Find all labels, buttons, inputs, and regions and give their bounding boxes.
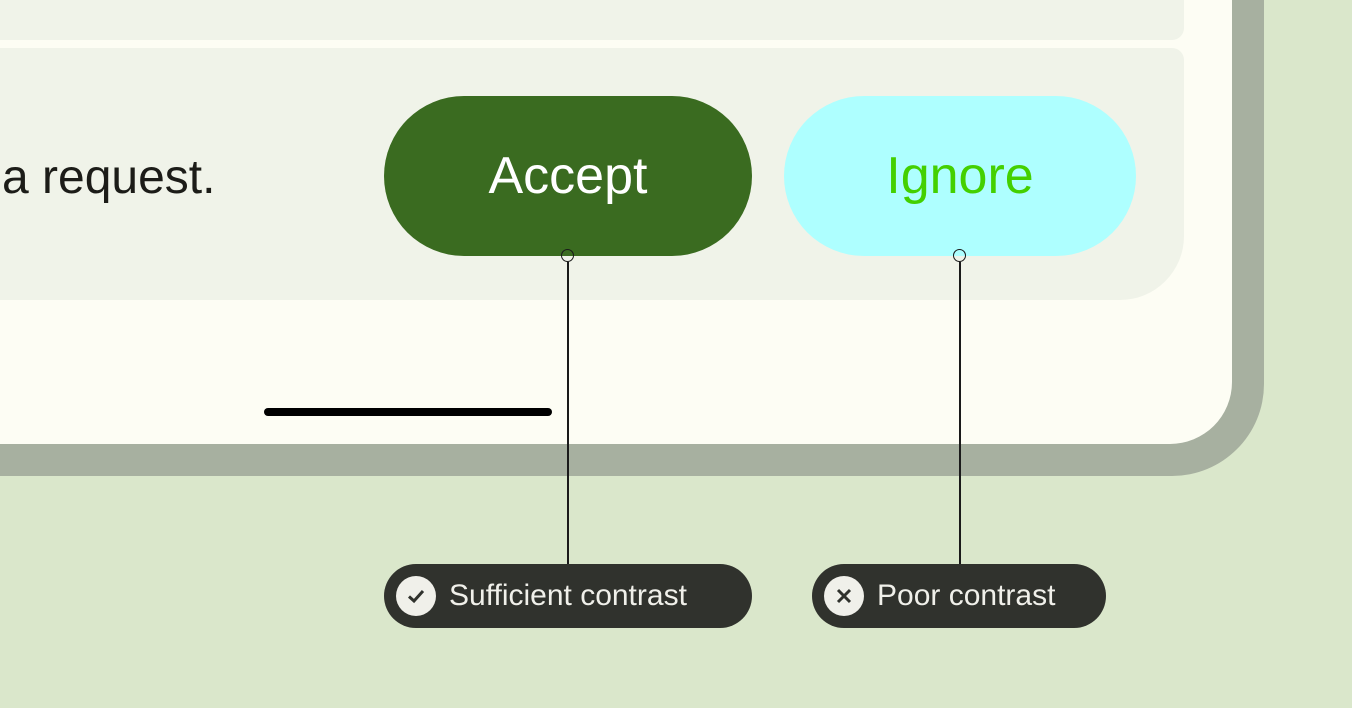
notification-message: a request. bbox=[2, 151, 216, 204]
sufficient-contrast-label: Sufficient contrast bbox=[384, 564, 752, 628]
callout-line bbox=[959, 262, 961, 564]
annotation-label: Poor contrast bbox=[877, 579, 1056, 612]
ignore-button[interactable]: Ignore bbox=[784, 96, 1136, 256]
callout-dot bbox=[953, 249, 966, 262]
callout-line bbox=[567, 262, 569, 564]
home-indicator[interactable] bbox=[264, 408, 552, 416]
check-circle-icon bbox=[396, 576, 436, 616]
accept-button[interactable]: Accept bbox=[384, 96, 752, 256]
card-previous bbox=[0, 0, 1184, 40]
poor-contrast-label: Poor contrast bbox=[812, 564, 1106, 628]
x-circle-icon bbox=[824, 576, 864, 616]
annotation-label: Sufficient contrast bbox=[449, 579, 687, 612]
callout-dot bbox=[561, 249, 574, 262]
